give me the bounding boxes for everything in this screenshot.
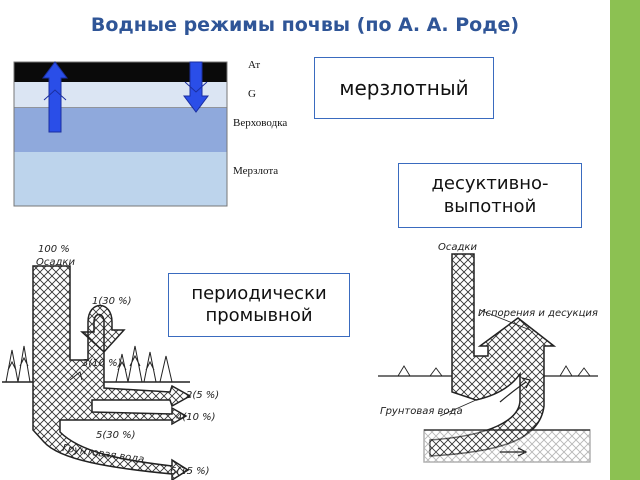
label-flow2: 2(5 %) bbox=[186, 390, 219, 401]
label-flow5: 5(30 %) bbox=[96, 430, 136, 441]
flow-body-right bbox=[429, 253, 557, 457]
label-100-percent: 100 % bbox=[38, 244, 70, 255]
label-perched-water: Верховодка bbox=[233, 117, 288, 129]
desuctive-diagram: Осадки Испорения и десукция Грунтовая во… bbox=[378, 242, 598, 463]
flow-body bbox=[32, 265, 192, 480]
label-permafrost: Мерзлота bbox=[233, 165, 279, 177]
label-g: G bbox=[248, 88, 256, 100]
label-flow6: 6(15 %) bbox=[170, 466, 210, 477]
down-arrow bbox=[183, 61, 209, 113]
label-flow4: 4(10 %) bbox=[176, 412, 216, 423]
layer-at bbox=[14, 62, 227, 82]
layer-permafrost bbox=[14, 152, 227, 206]
regime-periodic-label: периодически промывной bbox=[191, 282, 327, 327]
label-at: Ат bbox=[248, 59, 261, 71]
soil-profile bbox=[13, 61, 228, 207]
regime-desuctive-label: десуктивно- выпотной bbox=[431, 173, 549, 217]
label-flow3: 3(10 %) bbox=[82, 358, 122, 369]
regime-periodic-box: периодически промывной bbox=[168, 273, 350, 337]
label-precip-right: Осадки bbox=[438, 242, 477, 253]
page-title: Водные режимы почвы (по А. А. Роде) bbox=[90, 14, 520, 36]
label-groundwater-right: Грунтовая вода bbox=[380, 406, 463, 417]
regime-desuctive-box: десуктивно- выпотной bbox=[398, 163, 582, 228]
diagram-canvas: 100 % Осадки 1(30 %) 3(10 %) 2(5 %) 4(10… bbox=[2, 61, 598, 480]
label-flow1: 1(30 %) bbox=[92, 296, 132, 307]
label-precip-left: Осадки bbox=[36, 257, 75, 268]
regime-permafrost-label: мерзлотный bbox=[339, 75, 469, 100]
accent-sidebar bbox=[610, 0, 640, 480]
periodic-leaching-diagram: 100 % Осадки 1(30 %) 3(10 %) 2(5 %) 4(10… bbox=[2, 244, 219, 480]
label-evaporation: Испорения и десукция bbox=[478, 308, 598, 319]
up-arrow bbox=[42, 61, 68, 133]
regime-permafrost-box: мерзлотный bbox=[314, 57, 494, 119]
layer-perched-water bbox=[14, 108, 227, 152]
